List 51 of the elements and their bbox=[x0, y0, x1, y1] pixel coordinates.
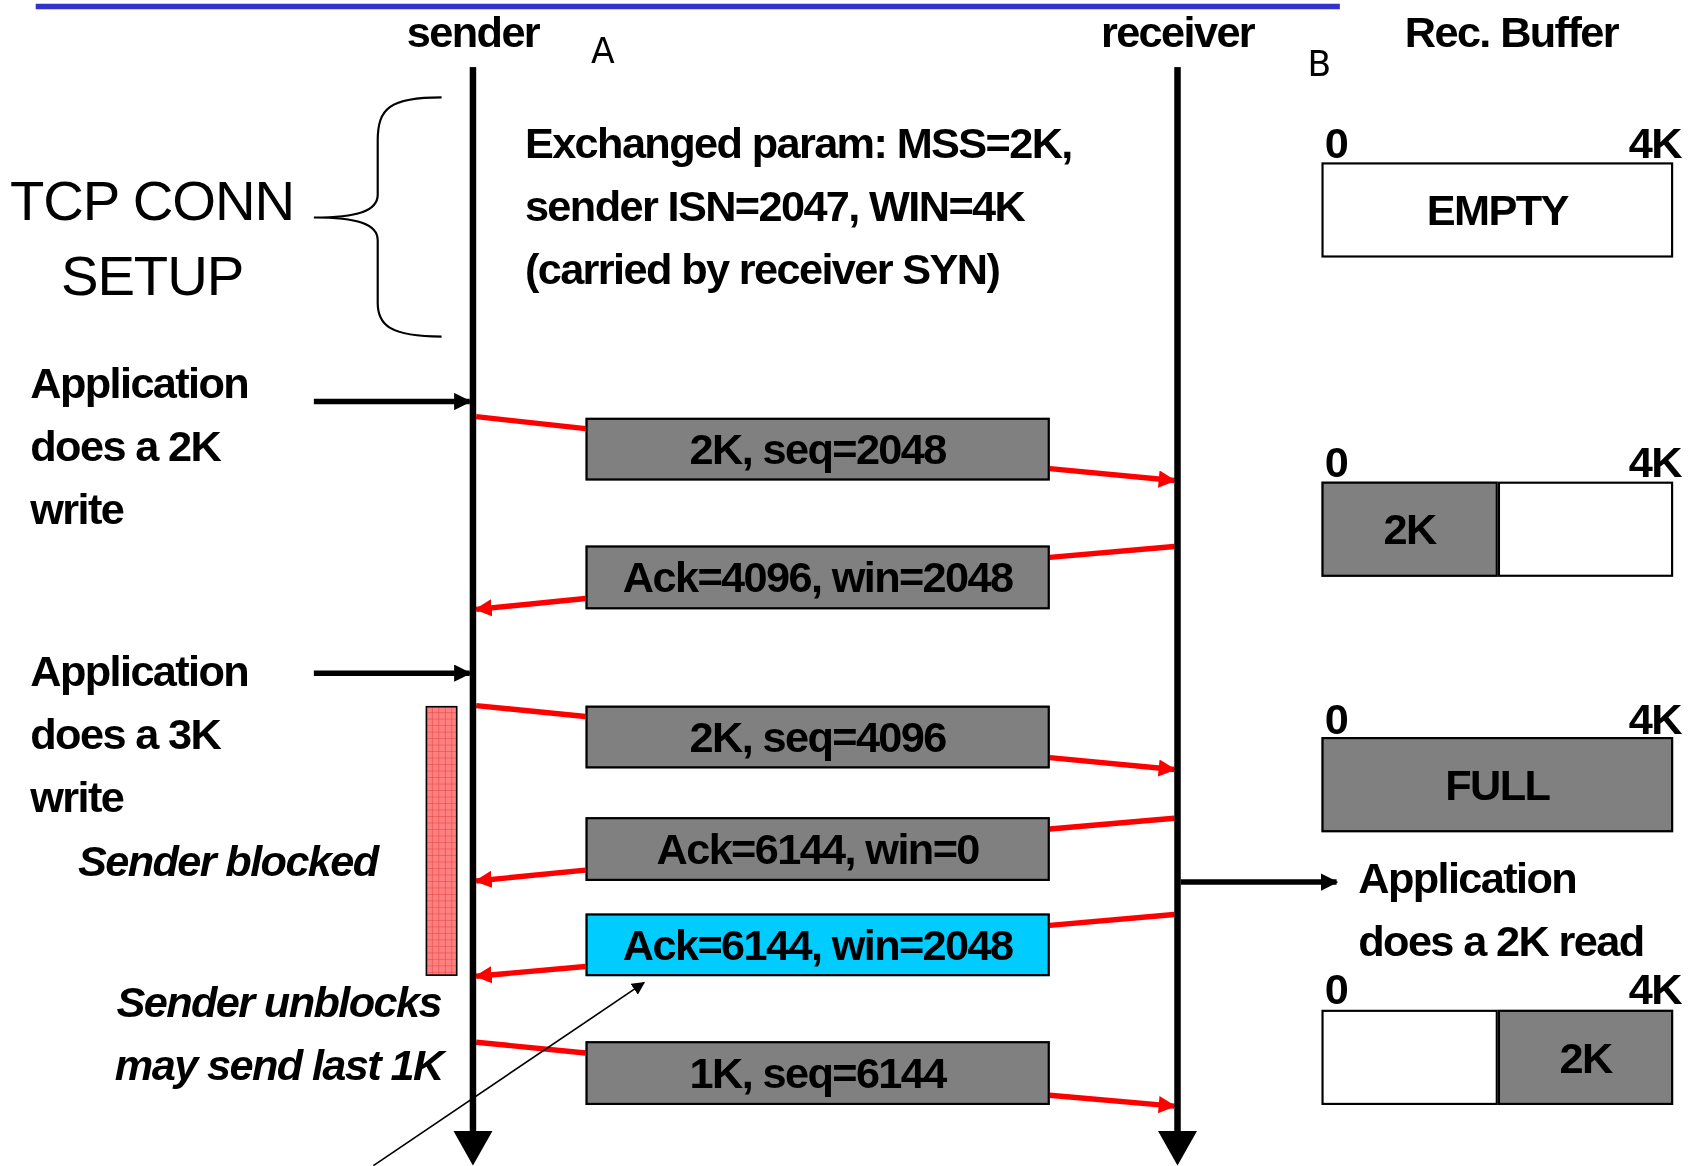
message-box bbox=[585, 1041, 1050, 1105]
node-letter: B bbox=[1307, 42, 1330, 87]
message-label: Ack=6144, win=0 bbox=[656, 824, 979, 874]
message-arrow bbox=[474, 595, 586, 617]
buffer-segment bbox=[1497, 481, 1674, 577]
message-label: 2K, seq=2048 bbox=[689, 424, 946, 474]
message-box bbox=[585, 545, 1050, 610]
scale-mark: 0 bbox=[1324, 964, 1348, 1015]
scale-mark: 4K bbox=[1628, 118, 1681, 169]
buffer-label: 2K bbox=[1559, 1033, 1612, 1082]
message-arrow bbox=[1049, 754, 1176, 777]
scale-mark: 4K bbox=[1628, 693, 1681, 745]
message-label: Ack=4096, win=2048 bbox=[622, 553, 1013, 602]
message-arrow bbox=[474, 963, 586, 984]
lifeline-label: sender bbox=[405, 6, 541, 58]
buffer-label: 2K bbox=[1383, 504, 1436, 554]
blocked-period-bar bbox=[425, 705, 458, 977]
scale-mark: 4K bbox=[1628, 437, 1681, 488]
buffer-segment bbox=[1321, 481, 1498, 577]
state-note: Sender unblocks may send last 1K bbox=[92, 970, 466, 1097]
node-letter: A bbox=[590, 29, 613, 74]
message-box bbox=[585, 913, 1050, 977]
annotation-text: Application does a 2K write bbox=[30, 351, 314, 541]
message-box bbox=[585, 817, 1050, 881]
buffer-segment bbox=[1321, 737, 1674, 833]
arrow bbox=[313, 664, 472, 682]
note-text: Exchanged param: MSS=2K, sender ISN=2047, WIN=4K (carried by receiver SYN) bbox=[524, 118, 1073, 295]
annotation-text: Application does a 3K write bbox=[30, 639, 314, 828]
scale-mark: 0 bbox=[1324, 693, 1348, 745]
arrow bbox=[313, 392, 472, 411]
buffer-label: EMPTY bbox=[1426, 185, 1568, 235]
leader-line bbox=[372, 981, 646, 1166]
arrow bbox=[1180, 873, 1339, 891]
message-arrow bbox=[1049, 1092, 1176, 1114]
buffer-segment bbox=[1321, 162, 1674, 258]
lifeline-label: receiver bbox=[1099, 6, 1256, 58]
buffer-segment bbox=[1321, 1009, 1498, 1105]
message-label: 1K, seq=6144 bbox=[689, 1048, 946, 1098]
phase-label: TCP CONN SETUP bbox=[8, 167, 296, 310]
buffer-segment bbox=[1497, 1009, 1674, 1105]
column-heading: Rec. Buffer bbox=[1404, 6, 1618, 58]
message-box bbox=[585, 417, 1050, 481]
scale-mark: 0 bbox=[1324, 118, 1348, 169]
scale-mark: 0 bbox=[1324, 437, 1348, 488]
message-arrow bbox=[474, 867, 586, 889]
buffer-label: FULL bbox=[1445, 760, 1550, 809]
message-label: 2K, seq=4096 bbox=[689, 712, 946, 762]
message-arrow bbox=[1049, 465, 1176, 488]
message-label: Ack=6144, win=2048 bbox=[622, 920, 1013, 970]
message-box bbox=[585, 705, 1050, 769]
state-note: Sender blocked bbox=[77, 835, 378, 887]
